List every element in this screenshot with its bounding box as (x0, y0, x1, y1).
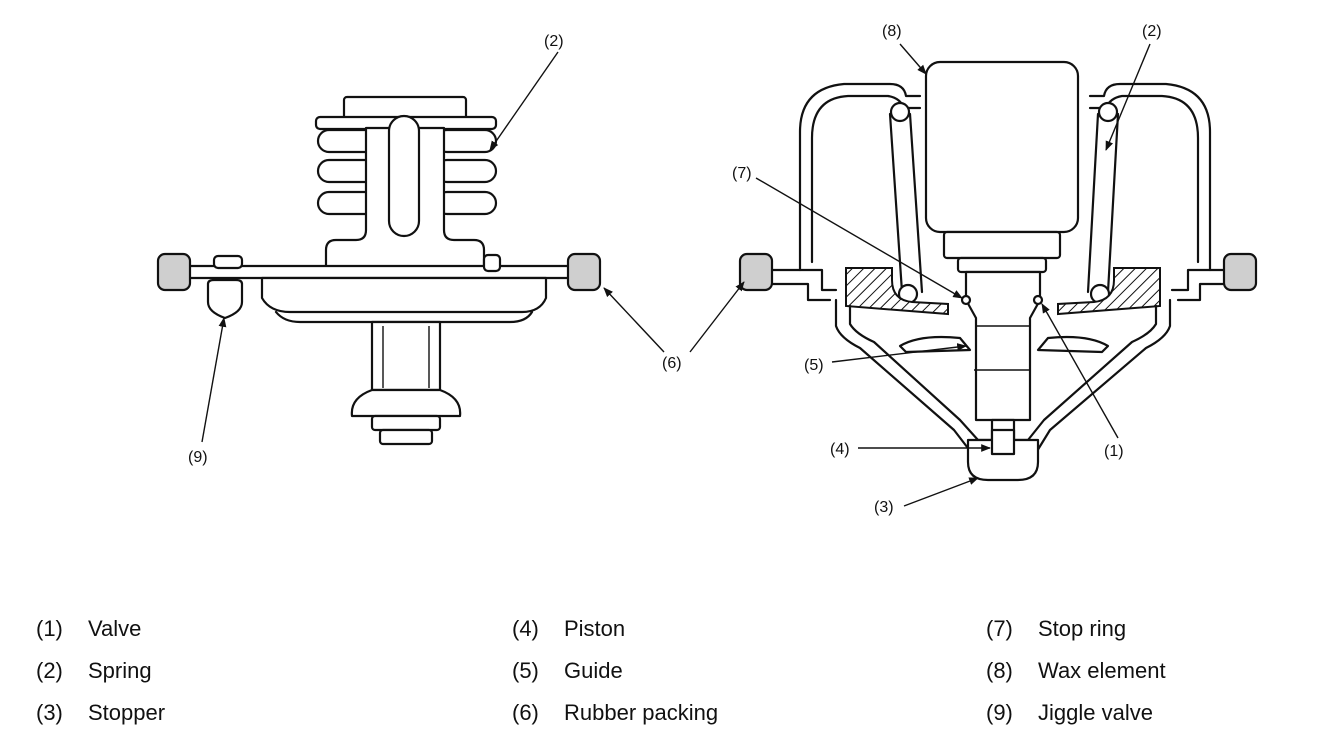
wax-element (924, 60, 1080, 274)
callout-right-stopper: (3) (874, 499, 894, 516)
legend-item: (3) Stopper (36, 700, 165, 726)
legend-number: (2) (36, 658, 63, 683)
callout-right-wax: (8) (882, 23, 902, 40)
guide (964, 270, 1042, 422)
legend-number: (4) (512, 616, 539, 641)
legend-number: (8) (986, 658, 1013, 683)
legend-item: (9) Jiggle valve (986, 700, 1153, 726)
legend-label: Spring (88, 658, 152, 683)
legend-label: Jiggle valve (1038, 700, 1153, 725)
jiggle-valve (206, 254, 244, 320)
rubber-packing-right-1 (738, 252, 774, 292)
valve-left (845, 267, 949, 316)
callout-right-piston: (4) (830, 441, 850, 458)
legend-label: Valve (88, 616, 142, 641)
legend-label: Stopper (88, 700, 166, 725)
callout-right-valve: (1) (1104, 443, 1124, 460)
legend-item: (8) Wax element (986, 658, 1166, 684)
thermostat-external-view (156, 95, 602, 446)
legend-item: (6) Rubber packing (512, 700, 718, 726)
parts-legend: (1)Valve (2)Spring (3)Stopper (4)Piston … (0, 608, 1328, 738)
legend-item: (1) Valve (36, 616, 141, 642)
legend-label: Rubber packing (564, 700, 719, 725)
stop-ring (960, 294, 972, 306)
callout-right-spring: (2) (1142, 23, 1162, 40)
callout-left-jiggle: (9) (188, 449, 208, 466)
callout-left-spring: (2) (544, 33, 564, 50)
legend-item: (7) Stop ring (986, 616, 1126, 642)
rubber-packing-left-1 (156, 252, 192, 292)
callout-right-stop-ring: (7) (732, 165, 752, 182)
legend-number: (7) (986, 616, 1013, 641)
legend-number: (3) (36, 700, 63, 725)
legend-label: Wax element (1038, 658, 1166, 683)
legend-number: (5) (512, 658, 539, 683)
rubber-packing-right-2 (1222, 252, 1258, 292)
thermostat-diagram: (2) (9) (6) (8) (2) (7) (5) (4) (3) (1) (156, 23, 1258, 516)
legend-label: Piston (564, 616, 626, 641)
leader-lines (201, 43, 1151, 507)
valve-right (1057, 267, 1161, 316)
legend-item: (5) Guide (512, 658, 623, 684)
legend-item: (2) Spring (36, 658, 152, 684)
thermostat-cross-section (738, 60, 1258, 482)
legend-number: (1) (36, 616, 63, 641)
legend-number: (9) (986, 700, 1013, 725)
legend-number: (6) (512, 700, 539, 725)
legend-item: (4) Piston (512, 616, 625, 642)
callout-right-guide: (5) (804, 357, 824, 374)
callout-rubber-packing: (6) (662, 355, 682, 372)
rubber-packing-left-2 (566, 252, 602, 292)
legend-label: Guide (564, 658, 623, 683)
legend-label: Stop ring (1038, 616, 1127, 641)
